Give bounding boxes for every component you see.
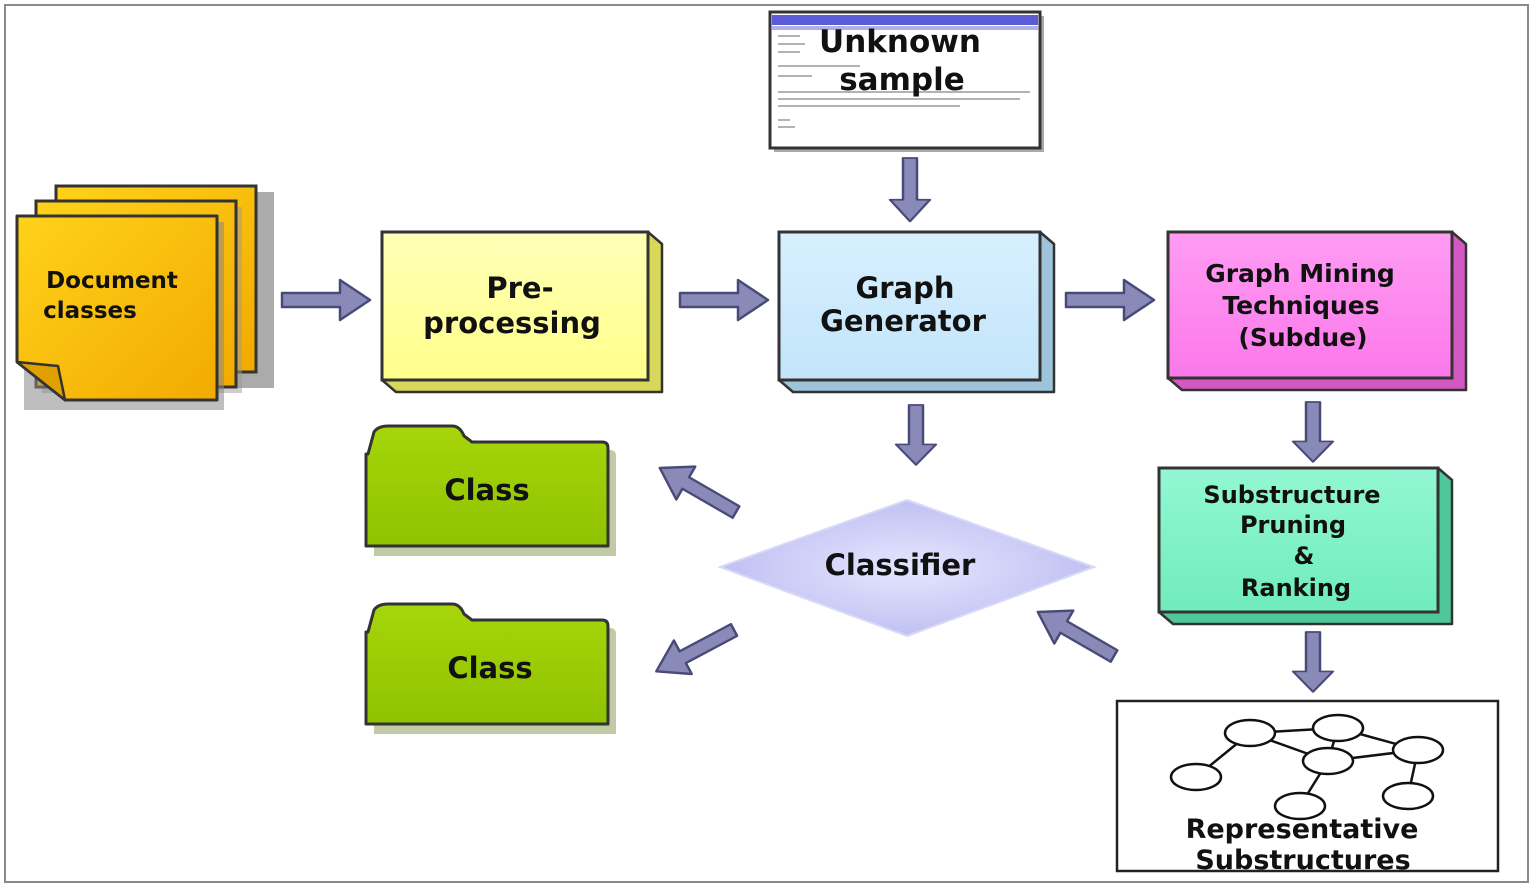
graph-nodes xyxy=(1169,713,1445,821)
preprocessing-line2: processing xyxy=(423,306,601,340)
arrow-classifier-to-class-top xyxy=(649,450,747,530)
unknown-sample-node: Unknown sample xyxy=(768,10,1044,152)
pruning-ranking-node: Substructure Pruning & Ranking xyxy=(1157,466,1454,626)
class-folder-top: Class xyxy=(364,424,616,556)
arrow-preprocessing-to-generator xyxy=(678,278,770,322)
arrow-mining-to-pruning xyxy=(1291,400,1335,464)
unknown-sample-line1: Unknown xyxy=(819,24,981,60)
representative-line2: Substructures xyxy=(1195,845,1410,876)
classifier-node: Classifier xyxy=(717,498,1097,638)
arrow-generator-to-mining xyxy=(1064,278,1156,322)
arrow-documents-to-preprocessing xyxy=(280,278,372,322)
graph-generator-line1: Graph xyxy=(855,271,954,305)
arrow-classifier-to-class-bottom xyxy=(646,611,745,690)
pruning-line3: & xyxy=(1294,542,1315,570)
graph-generator-node: Graph Generator xyxy=(777,230,1056,394)
graph-mining-line2: Techniques xyxy=(1222,291,1379,320)
arrow-generator-to-classifier xyxy=(894,403,938,467)
unknown-sample-line2: sample xyxy=(839,62,965,98)
document-text-lines xyxy=(778,35,1030,128)
arrow-substructures-to-classifier xyxy=(1027,594,1125,674)
classifier-label: Classifier xyxy=(825,548,976,582)
class-top-label: Class xyxy=(444,473,529,507)
graph-mining-line1: Graph Mining xyxy=(1205,259,1395,288)
graph-mining-node: Graph Mining Techniques (Subdue) xyxy=(1166,230,1468,392)
preprocessing-node: Pre- processing xyxy=(380,230,664,394)
pruning-line1: Substructure xyxy=(1203,481,1380,509)
document-classes-line2: classes xyxy=(43,298,137,324)
arrow-sample-to-generator xyxy=(888,156,932,223)
document-classes-line1: Document xyxy=(46,268,178,294)
document-classes-node: Document classes xyxy=(15,184,274,410)
class-folder-bottom: Class xyxy=(364,602,616,734)
preprocessing-line1: Pre- xyxy=(486,271,553,305)
class-bottom-label: Class xyxy=(447,651,532,685)
representative-line1: Representative xyxy=(1186,814,1419,845)
arrow-pruning-to-representative xyxy=(1291,630,1335,694)
pruning-line2: Pruning xyxy=(1240,511,1346,539)
graph-mining-line3: (Subdue) xyxy=(1238,323,1367,352)
pruning-line4: Ranking xyxy=(1241,574,1351,602)
representative-substructures-node: Representative Substructures xyxy=(1115,699,1500,876)
graph-generator-line2: Generator xyxy=(820,304,986,338)
